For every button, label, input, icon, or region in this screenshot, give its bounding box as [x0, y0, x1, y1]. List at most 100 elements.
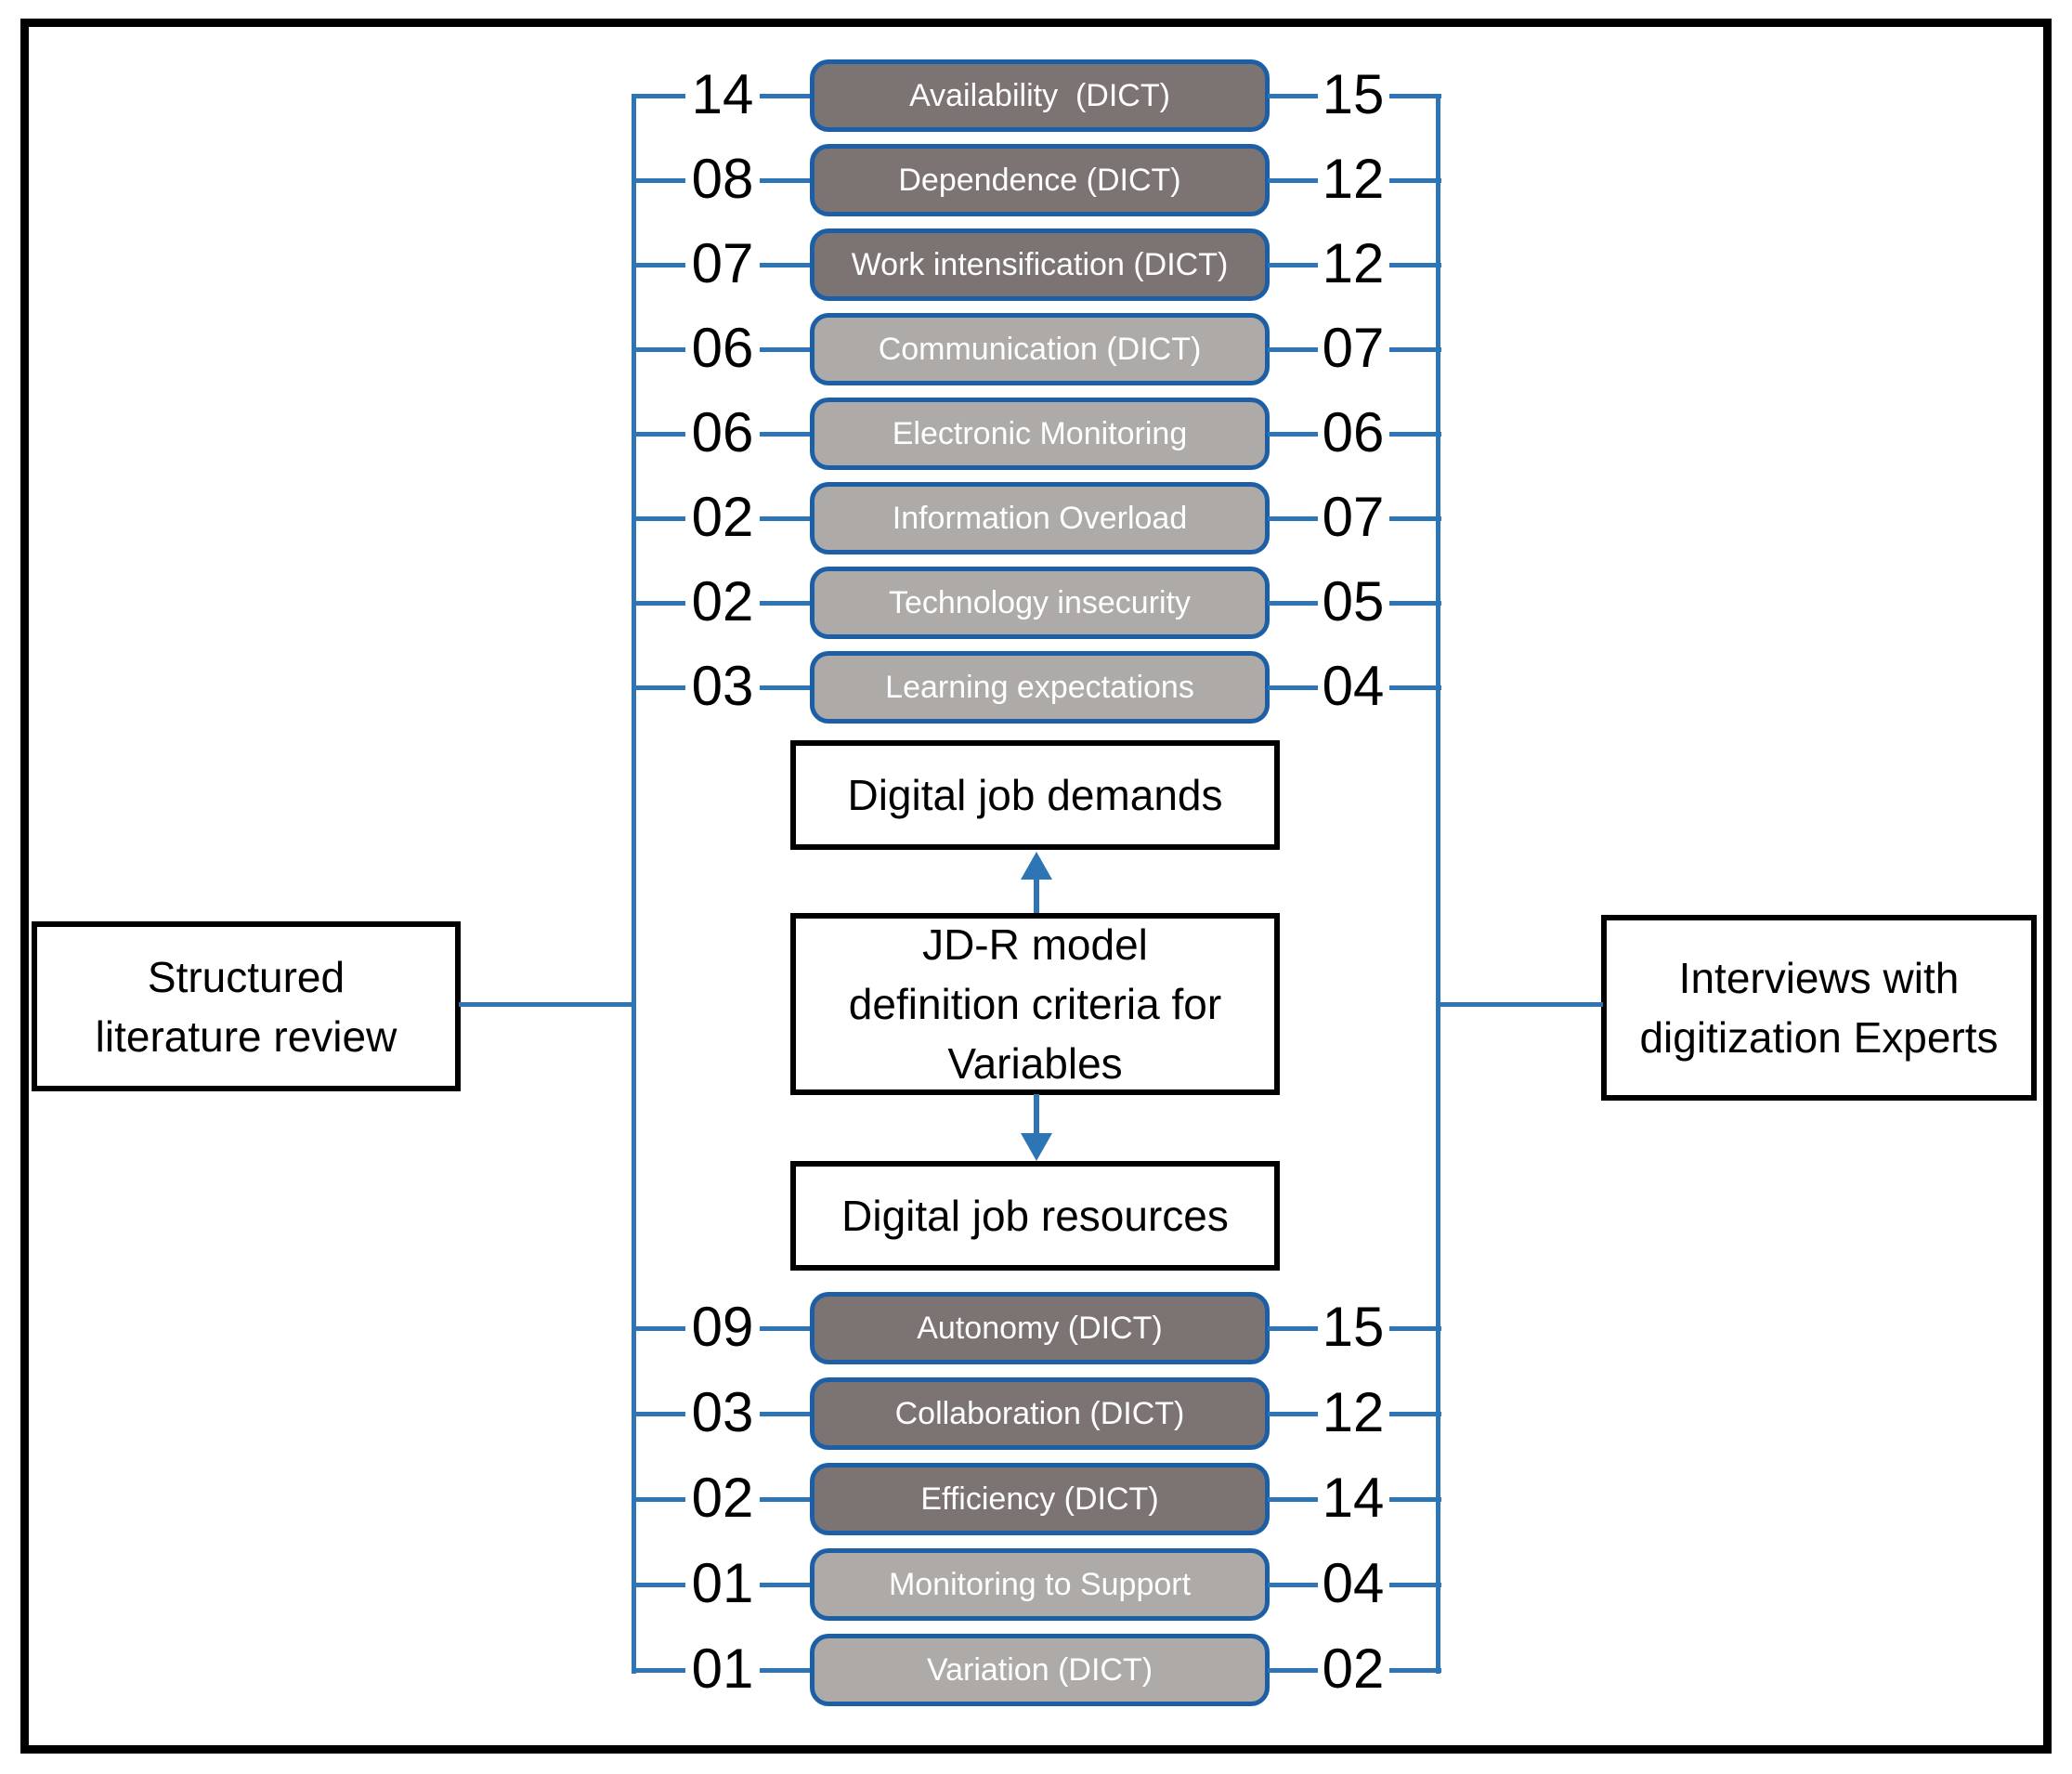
- right-box-label-line1: Interviews with: [1678, 954, 1960, 1002]
- interview-count: 07: [1322, 317, 1385, 379]
- connector-segment: [633, 263, 685, 267]
- connector-segment: [1268, 178, 1318, 183]
- variable-box: Efficiency (DICT): [810, 1463, 1270, 1535]
- interview-count: 14: [1322, 1467, 1385, 1529]
- left-box-label-line2: literature review: [95, 1011, 397, 1061]
- left-box-connector: [459, 1002, 635, 1007]
- variable-box: Technology insecurity: [810, 567, 1270, 639]
- connector-segment: [633, 347, 685, 352]
- connector-segment: [633, 1668, 685, 1673]
- jdr-criteria-line3: Variables: [947, 1039, 1123, 1088]
- digital-job-resources-label: Digital job resources: [841, 1192, 1229, 1240]
- variable-box: Work intensification (DICT): [810, 228, 1270, 301]
- variable-box: Monitoring to Support: [810, 1548, 1270, 1621]
- variable-box: Communication (DICT): [810, 313, 1270, 385]
- variable-row: 03 Collaboration (DICT) 12: [0, 1377, 2072, 1450]
- connector-segment: [760, 347, 812, 352]
- interview-count: 04: [1322, 655, 1385, 717]
- connector-segment: [760, 1583, 812, 1587]
- variable-row: 01 Variation (DICT) 02: [0, 1634, 2072, 1706]
- interview-count: 05: [1322, 570, 1385, 633]
- variable-label: Work intensification (DICT): [851, 246, 1229, 282]
- variable-row: 14 Availability (DICT) 15: [0, 59, 2072, 132]
- variable-label: Dependence (DICT): [898, 162, 1181, 198]
- arrow-up-stem: [1034, 877, 1039, 914]
- connector-segment: [1389, 432, 1441, 437]
- connector-segment: [1389, 178, 1441, 183]
- connector-segment: [760, 601, 812, 606]
- variable-label: Technology insecurity: [888, 584, 1192, 620]
- variable-label: Information Overload: [892, 500, 1188, 536]
- variable-row: 02 Information Overload 07: [0, 482, 2072, 554]
- digital-job-resources-box: Digital job resources: [790, 1161, 1280, 1271]
- connector-segment: [1268, 1412, 1318, 1416]
- connector-segment: [760, 432, 812, 437]
- variable-label: Electronic Monitoring: [892, 415, 1188, 451]
- connector-segment: [633, 516, 685, 521]
- connector-segment: [633, 1412, 685, 1416]
- connector-segment: [1389, 94, 1441, 98]
- literature-count: 03: [691, 655, 754, 717]
- literature-count: 06: [691, 401, 754, 463]
- variable-label: Learning expectations: [885, 669, 1194, 705]
- connector-segment: [1268, 1583, 1318, 1587]
- connector-segment: [1268, 432, 1318, 437]
- connector-segment: [1268, 347, 1318, 352]
- right-box-connector: [1438, 1002, 1603, 1007]
- connector-segment: [760, 1326, 812, 1331]
- variable-row: 03 Learning expectations 04: [0, 651, 2072, 724]
- literature-count: 14: [691, 63, 754, 125]
- variable-box: Collaboration (DICT): [810, 1377, 1270, 1450]
- interview-count: 07: [1322, 486, 1385, 548]
- connector-segment: [760, 1412, 812, 1416]
- variable-row: 06 Communication (DICT) 07: [0, 313, 2072, 385]
- connector-segment: [1268, 94, 1318, 98]
- variable-row: 08 Dependence (DICT) 12: [0, 144, 2072, 216]
- variable-label: Autonomy (DICT): [917, 1310, 1163, 1346]
- literature-count: 02: [691, 1467, 754, 1529]
- connector-segment: [1268, 516, 1318, 521]
- left-trunk-line: [632, 94, 636, 1674]
- interview-count: 12: [1322, 232, 1385, 294]
- literature-count: 08: [691, 148, 754, 210]
- arrow-up-icon: [1021, 852, 1052, 880]
- left-box-label-line1: Structured: [147, 952, 345, 1001]
- connector-segment: [1268, 263, 1318, 267]
- interview-count: 12: [1322, 1381, 1385, 1443]
- variable-box: Learning expectations: [810, 651, 1270, 724]
- connector-segment: [1389, 685, 1441, 690]
- variable-label: Communication (DICT): [878, 331, 1202, 367]
- jdr-criteria-box: JD-R model definition criteria for Varia…: [790, 913, 1280, 1095]
- interview-count: 06: [1322, 401, 1385, 463]
- variable-row: 07 Work intensification (DICT) 12: [0, 228, 2072, 301]
- connector-segment: [633, 685, 685, 690]
- variable-row: 02 Efficiency (DICT) 14: [0, 1463, 2072, 1535]
- connector-segment: [633, 601, 685, 606]
- interview-count: 04: [1322, 1552, 1385, 1614]
- right-box-label-line2: digitization Experts: [1639, 1013, 1999, 1062]
- variable-box: Information Overload: [810, 482, 1270, 554]
- connector-segment: [760, 263, 812, 267]
- right-trunk-line: [1436, 94, 1440, 1674]
- connector-segment: [760, 1497, 812, 1502]
- connector-segment: [1389, 1668, 1441, 1673]
- variable-label: Efficiency (DICT): [920, 1481, 1159, 1517]
- connector-segment: [1389, 1326, 1441, 1331]
- connector-segment: [633, 1497, 685, 1502]
- connector-segment: [760, 94, 812, 98]
- connector-segment: [760, 516, 812, 521]
- literature-count: 01: [691, 1552, 754, 1614]
- interviews-experts-box: Interviews with digitization Experts: [1601, 915, 2037, 1101]
- variable-row: 06 Electronic Monitoring 06: [0, 398, 2072, 470]
- jdr-criteria-line1: JD-R model: [922, 920, 1148, 969]
- connector-segment: [1389, 347, 1441, 352]
- connector-segment: [633, 1326, 685, 1331]
- connector-segment: [633, 432, 685, 437]
- connector-segment: [1389, 263, 1441, 267]
- connector-segment: [760, 178, 812, 183]
- digital-job-demands-label: Digital job demands: [847, 771, 1223, 819]
- connector-segment: [1268, 1668, 1318, 1673]
- variable-row: 09 Autonomy (DICT) 15: [0, 1292, 2072, 1364]
- jdr-criteria-line2: definition criteria for: [848, 980, 1222, 1028]
- variable-box: Dependence (DICT): [810, 144, 1270, 216]
